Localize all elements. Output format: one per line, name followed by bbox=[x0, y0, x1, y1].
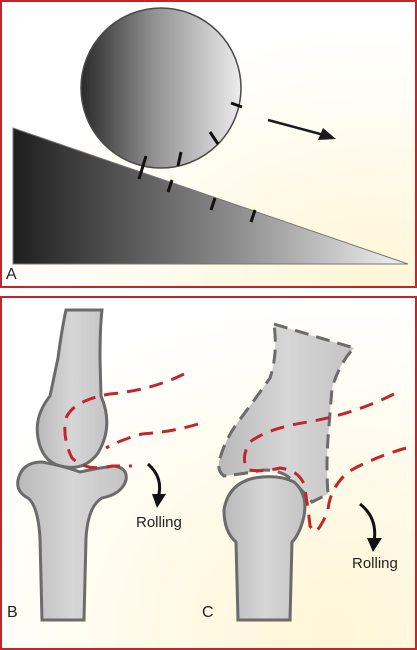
ball-tick bbox=[176, 151, 183, 167]
panel-c-dashed-outline-2 bbox=[312, 446, 407, 536]
panel-c-rolling-label: Rolling bbox=[352, 555, 398, 572]
panel-c-lower-bone bbox=[222, 475, 307, 622]
panel-a-label: A bbox=[6, 266, 17, 283]
ball-tick bbox=[137, 155, 148, 180]
panel-bc: Rolling Rolling B C bbox=[0, 296, 417, 650]
panel-a: A bbox=[0, 0, 417, 288]
ramp-tick bbox=[166, 179, 174, 193]
ball-tick bbox=[230, 101, 243, 109]
ramp-tick-marks bbox=[166, 179, 257, 223]
panel-bc-diagram: Rolling Rolling B C bbox=[2, 298, 415, 648]
panel-a-diagram: A bbox=[2, 2, 415, 286]
ball-tick bbox=[208, 131, 220, 145]
ramp-tick bbox=[209, 197, 217, 211]
panel-b-label: B bbox=[7, 604, 18, 621]
panel-b-lower-bone bbox=[16, 460, 128, 622]
direction-arrow-icon bbox=[267, 118, 336, 140]
panel-c-rolling-arrowhead-icon bbox=[367, 538, 382, 552]
rolling-ball bbox=[80, 7, 242, 169]
panel-c-label: C bbox=[202, 604, 214, 621]
ramp-tick bbox=[249, 209, 257, 223]
panel-b-dashed-outline bbox=[63, 372, 185, 470]
panel-b-rolling-label: Rolling bbox=[136, 514, 182, 531]
panel-b-dashed-outline-2 bbox=[105, 422, 199, 450]
ball-tick-marks bbox=[137, 101, 243, 180]
incline-ramp bbox=[12, 127, 409, 265]
panel-c-upper-bone bbox=[217, 321, 357, 504]
panel-b-rolling-arrowhead-icon bbox=[152, 494, 166, 508]
